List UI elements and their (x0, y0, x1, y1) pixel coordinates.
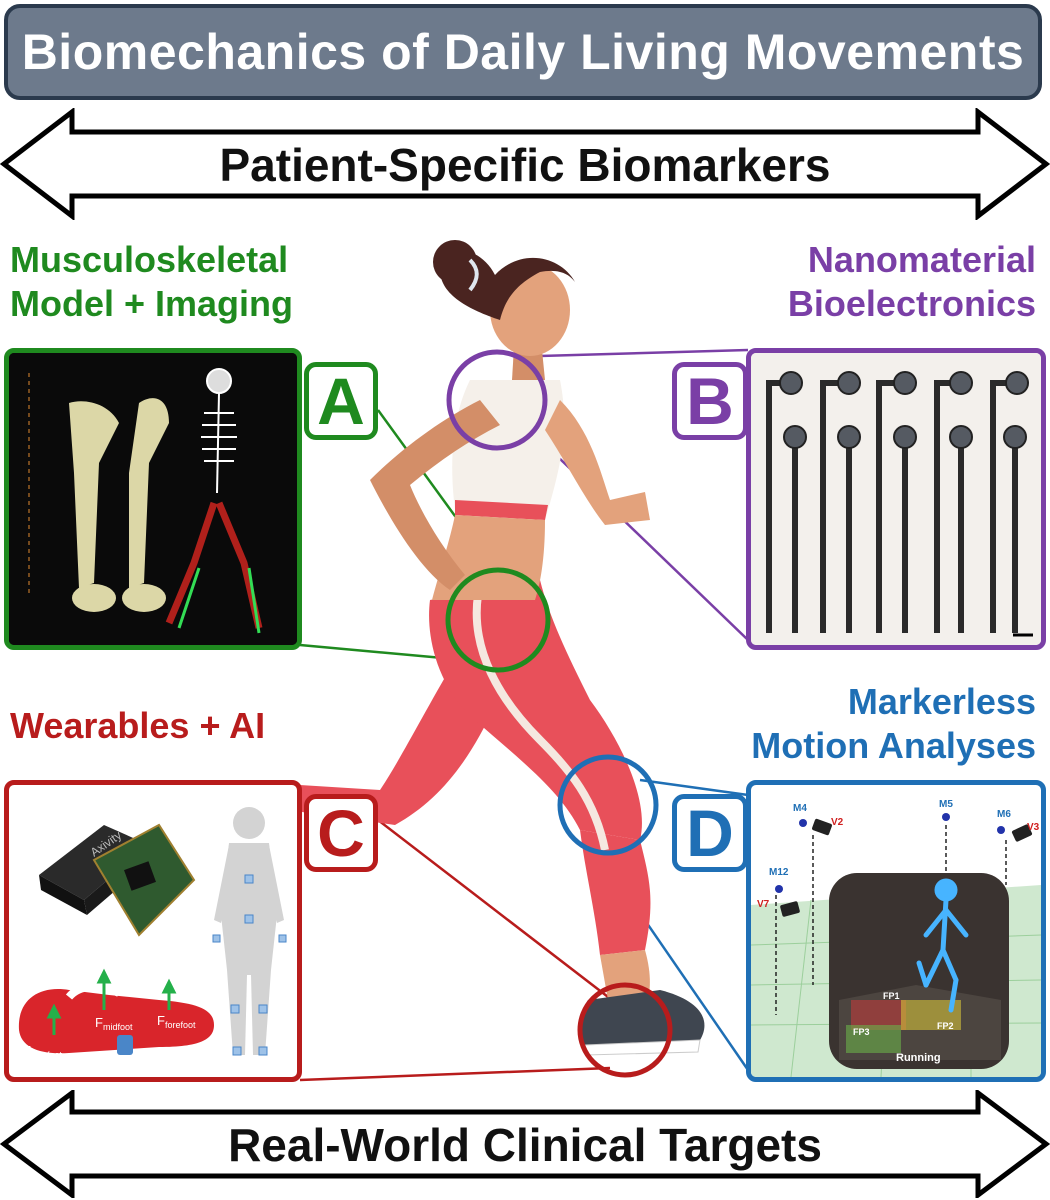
label-d-line2: Motion Analyses (751, 725, 1036, 766)
camera-label-m12: M12 (769, 867, 789, 878)
label-nanomaterial: Nanomaterial Bioelectronics (788, 238, 1036, 326)
letter-a-box: A (304, 362, 378, 440)
label-c-line1: Wearables + AI (10, 705, 266, 746)
circle-hip (445, 567, 551, 673)
body-silhouette (214, 807, 284, 1055)
panel-musculoskeletal-imaging (4, 348, 302, 650)
camera-label-m4: M4 (793, 803, 807, 814)
label-b-line2: Bioelectronics (787, 283, 1036, 324)
runner-figure (270, 240, 705, 1056)
electrode-array-image (751, 353, 1041, 645)
circle-knee (557, 754, 659, 856)
camera-label-v3: V3 (1027, 822, 1040, 833)
force-label-rearfoot-sub: rearfoot (31, 1050, 63, 1060)
camera-label-m5: M5 (939, 799, 953, 810)
letter-a: A (317, 364, 365, 438)
panel-motion-analysis: FP1 FP3 FP2 Running M4 V2 M5 M6 V3 M12 V… (746, 780, 1046, 1082)
force-label-midfoot-sub: midfoot (103, 1022, 133, 1032)
force-label-rearfoot-f: F (23, 1043, 31, 1058)
musculoskeletal-image (9, 353, 297, 645)
letter-b: B (686, 364, 734, 438)
svg-text:Fmidfoot: Fmidfoot (95, 1015, 133, 1032)
panel-wearables: Axivity Frearfoot Fmidfoot Fforefoot (4, 780, 302, 1082)
letter-c: C (317, 796, 365, 870)
svg-text:Frearfoot: Frearfoot (23, 1043, 62, 1060)
label-b-line1: Nanomaterial (807, 239, 1036, 280)
force-label-forefoot-f: F (157, 1013, 165, 1028)
letter-b-box: B (672, 362, 748, 440)
label-markerless: Markerless Motion Analyses (751, 680, 1036, 768)
top-arrow-label: Patient-Specific Biomarkers (219, 139, 831, 191)
top-double-arrow (0, 108, 1050, 220)
camera-label-m6: M6 (997, 809, 1011, 820)
letter-d-box: D (672, 794, 748, 872)
label-wearables: Wearables + AI (10, 704, 265, 748)
bottom-arrow-label: Real-World Clinical Targets (228, 1119, 822, 1171)
letter-d: D (686, 796, 734, 870)
sensor-device: Axivity (39, 823, 196, 937)
wearables-image: Axivity Frearfoot Fmidfoot Fforefoot (18, 807, 287, 1060)
activity-label: Running (896, 1052, 941, 1064)
circle-foot (577, 982, 673, 1078)
label-d-line1: Markerless (847, 681, 1036, 722)
motion-capture-image: FP1 FP3 FP2 Running M4 V2 M5 M6 V3 M12 V… (751, 799, 1041, 1077)
letter-c-box: C (304, 794, 378, 872)
camera-label-v7: V7 (757, 899, 770, 910)
force-label-midfoot-f: F (95, 1015, 103, 1030)
label-a-line1: Musculoskeletal (10, 239, 289, 280)
label-a-line2: Model + Imaging (10, 283, 294, 324)
svg-text:Fforefoot: Fforefoot (157, 1013, 196, 1030)
force-label-forefoot-sub: forefoot (165, 1020, 196, 1030)
panel-bioelectronics (746, 348, 1046, 650)
label-musculoskeletal: Musculoskeletal Model + Imaging (10, 238, 293, 326)
camera-label-v2: V2 (831, 817, 844, 828)
plate-label-fp3: FP3 (853, 1027, 870, 1037)
circle-shoulder (446, 349, 548, 451)
plate-label-fp2: FP2 (937, 1021, 954, 1031)
title-banner: Biomechanics of Daily Living Movements (4, 4, 1042, 100)
page-title: Biomechanics of Daily Living Movements (21, 24, 1025, 80)
plate-label-fp1: FP1 (883, 991, 900, 1001)
bottom-double-arrow (0, 1090, 1050, 1198)
